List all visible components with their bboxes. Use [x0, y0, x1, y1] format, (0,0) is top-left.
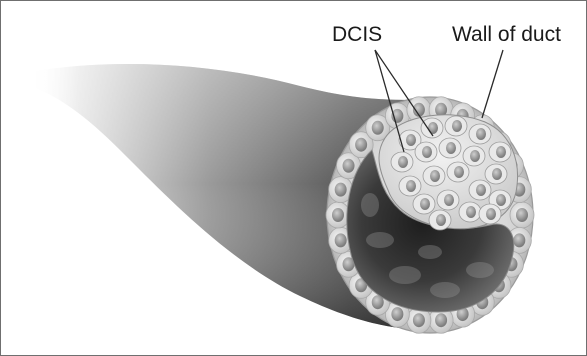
dcis-cell: [445, 116, 467, 136]
wall-of-duct-label: Wall of duct: [452, 24, 561, 45]
dcis-cell: [459, 202, 481, 222]
dcis-label: DCIS: [332, 24, 382, 45]
dcis-cell: [469, 124, 491, 144]
dcis-cell: [463, 146, 485, 166]
dcis-cell: [469, 180, 491, 200]
dcis-cell: [423, 166, 445, 186]
dcis-cell: [437, 190, 459, 210]
wall-cell: [510, 202, 534, 228]
dcis-cell: [413, 194, 435, 214]
dcis-cell: [415, 142, 437, 162]
dcis-cell: [429, 210, 451, 230]
dcis-cell: [399, 176, 421, 196]
dcis-cell: [439, 138, 461, 158]
dcis-cell: [489, 142, 511, 162]
dcis-cell: [479, 204, 501, 224]
dcis-cell: [447, 162, 469, 182]
dcis-cell: [391, 152, 413, 172]
dcis-cell: [485, 164, 507, 184]
